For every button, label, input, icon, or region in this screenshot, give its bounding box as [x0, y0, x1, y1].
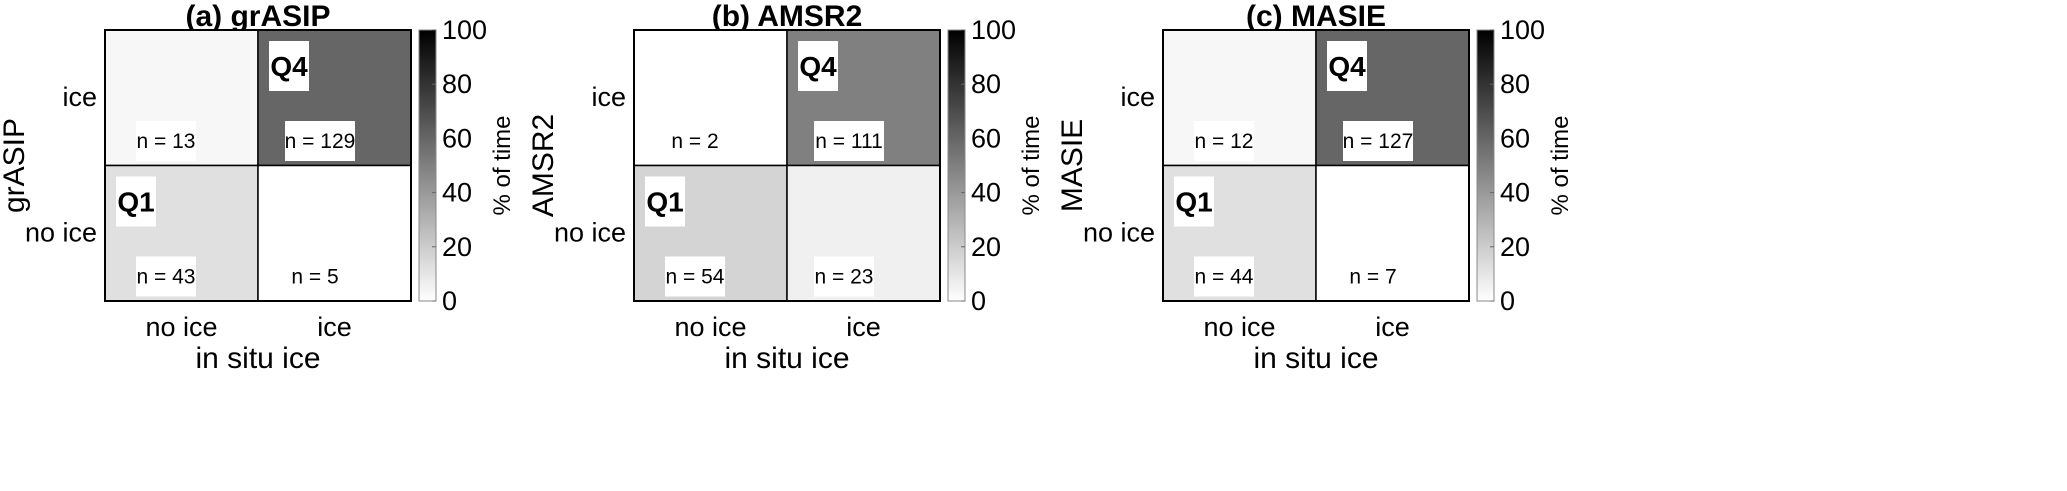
chart-title: (b) AMSR2 [712, 0, 863, 33]
count-label: n = 111 [815, 130, 883, 153]
colorbar-tick-label: 20 [442, 232, 472, 262]
quadrant-label-box [798, 41, 838, 91]
count-label: n = 43 [137, 266, 196, 289]
colorbar-tick-label: 60 [971, 123, 1001, 153]
colorbar [1476, 29, 1495, 302]
count-label-box [285, 121, 355, 161]
colorbar-tick-label: 100 [971, 15, 1016, 45]
colorbar-tick-label: 0 [971, 286, 986, 316]
y-tick-label: no ice [25, 217, 97, 247]
y-tick-label: ice [62, 82, 97, 112]
count-label-box [1194, 256, 1254, 297]
y-tick-label: ice [591, 82, 626, 112]
quadrant-label: Q4 [799, 51, 837, 82]
x-tick-label: no ice [145, 312, 217, 342]
colorbar-label: % of time [489, 115, 516, 215]
count-label: n = 2 [671, 130, 718, 153]
count-label: n = 44 [1195, 266, 1254, 289]
panel-3: (c) MASIE n = 12 n = 127 Q4 n = 44 Q1 n = 7 no … [1056, 0, 1574, 375]
panel-1: (a) grASIP n = 13 n = 129 Q4 n = 43 Q1 n = 5 no… [0, 0, 516, 375]
x-tick-label: no ice [674, 312, 746, 342]
colorbar-label: % of time [1547, 115, 1574, 215]
quadrant-label: Q1 [1175, 187, 1212, 218]
count-label: n = 127 [1343, 130, 1414, 153]
count-label: n = 23 [815, 266, 874, 289]
y-tick-label: ice [1120, 82, 1155, 112]
count-label: n = 129 [285, 130, 356, 153]
count-label: n = 54 [666, 266, 725, 289]
matrix-border [633, 29, 941, 302]
colorbar-tick-label: 0 [1500, 286, 1515, 316]
quadrant-label: Q1 [646, 187, 683, 218]
y-axis-label: MASIE [1056, 119, 1089, 212]
count-label-box [1343, 256, 1403, 297]
count-label: n = 12 [1195, 130, 1254, 153]
count-label-box [814, 121, 884, 161]
y-axis-label: AMSR2 [527, 114, 560, 217]
count-label-box [1194, 121, 1254, 161]
colorbar [418, 29, 437, 302]
count-label-box [665, 256, 725, 297]
quadrant-label: Q4 [270, 51, 308, 82]
x-axis-label: in situ ice [1253, 342, 1378, 375]
quadrant-label-box [1327, 41, 1367, 91]
x-tick-label: ice [317, 312, 352, 342]
count-label-box [136, 256, 196, 297]
count-label-box [285, 256, 345, 297]
count-label-box [1343, 121, 1413, 161]
colorbar-tick-label: 60 [1500, 123, 1530, 153]
chart-title: (a) grASIP [185, 0, 330, 33]
colorbar-tick-label: 60 [442, 123, 472, 153]
y-tick-label: no ice [554, 217, 626, 247]
colorbar-tick-label: 80 [971, 69, 1001, 99]
quadrant-label-box [645, 176, 685, 227]
colorbar-tick-label: 80 [1500, 69, 1530, 99]
colorbar-tick-label: 100 [442, 15, 487, 45]
panel-2: (b) AMSR2 n = 2 n = 111 Q4 n = 54 Q1 n = 23 no … [527, 0, 1045, 375]
y-tick-label: no ice [1083, 217, 1155, 247]
colorbar-tick-label: 20 [971, 232, 1001, 262]
colorbar-label: % of time [1018, 115, 1045, 215]
colorbar-tick-label: 80 [442, 69, 472, 99]
y-axis-label: grASIP [0, 118, 31, 213]
quadrant-label: Q4 [1328, 51, 1366, 82]
colorbar-tick-label: 100 [1500, 15, 1545, 45]
colorbar-tick-label: 40 [1500, 178, 1530, 208]
colorbar-tick-label: 40 [971, 178, 1001, 208]
count-label: n = 5 [291, 266, 338, 289]
colorbar [947, 29, 966, 302]
colorbar-tick-label: 20 [1500, 232, 1530, 262]
matrix-border [1162, 29, 1470, 302]
quadrant-label: Q1 [117, 187, 154, 218]
colorbar-tick-label: 40 [442, 178, 472, 208]
quadrant-label-box [269, 41, 309, 91]
count-label: n = 7 [1349, 266, 1396, 289]
x-axis-label: in situ ice [724, 342, 849, 375]
x-tick-label: no ice [1203, 312, 1275, 342]
count-label-box [665, 121, 725, 161]
x-tick-label: ice [1375, 312, 1410, 342]
count-label: n = 13 [137, 130, 196, 153]
count-label-box [814, 256, 874, 297]
count-label-box [136, 121, 196, 161]
matrix-border [104, 29, 412, 302]
quadrant-label-box [116, 176, 156, 227]
colorbar-tick-label: 0 [442, 286, 457, 316]
x-tick-label: ice [846, 312, 881, 342]
x-axis-label: in situ ice [195, 342, 320, 375]
chart-title: (c) MASIE [1246, 0, 1386, 33]
quadrant-label-box [1174, 176, 1214, 227]
